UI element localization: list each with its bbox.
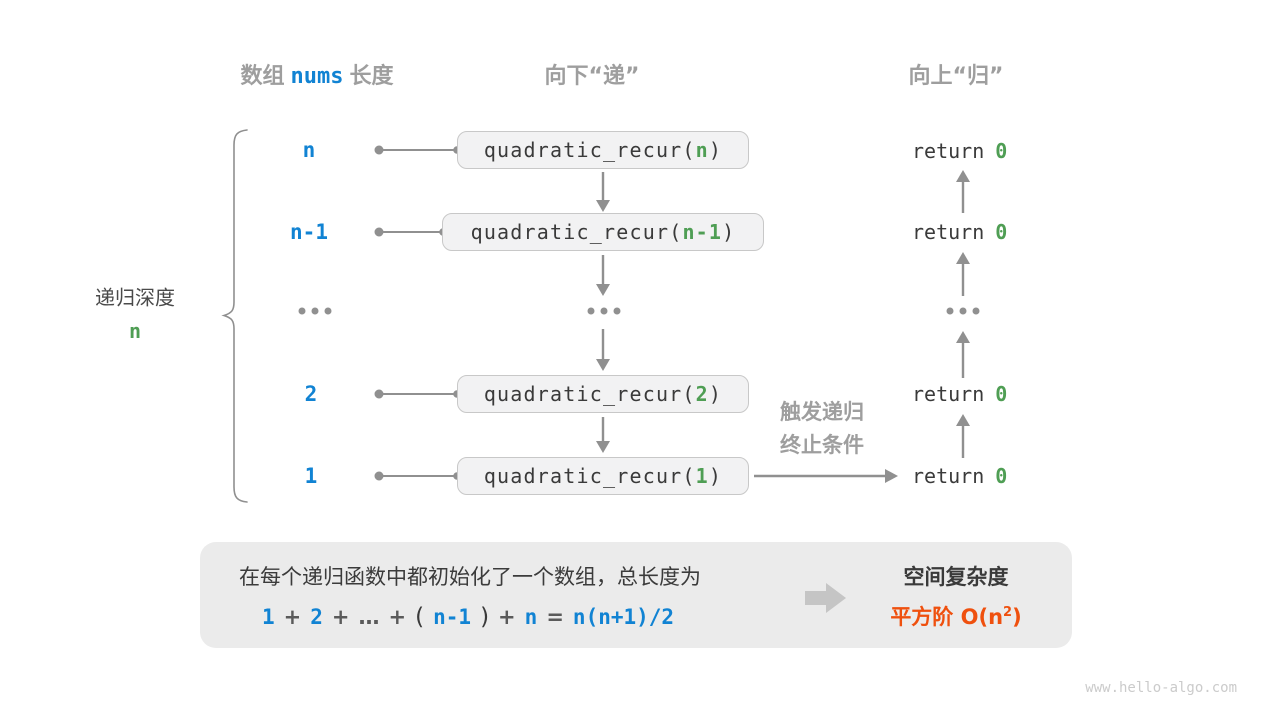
close-paren: ) (480, 604, 490, 630)
header-array-post: 长度 (349, 64, 394, 89)
return-label-3: return 0 (912, 382, 1007, 406)
block-arrow-icon (805, 583, 846, 613)
func-close: ) (722, 220, 736, 244)
return-keyword: return (912, 139, 985, 163)
depth-label-2: 2 (304, 382, 318, 406)
equals-sign: = (546, 605, 564, 629)
return-value: 0 (995, 464, 1008, 488)
return-label-2: return 0 (912, 220, 1007, 244)
func-arg: 1 (695, 464, 709, 488)
dot (613, 307, 621, 315)
call-box-2: quadratic_recur(2) (457, 375, 749, 413)
return-arrow (754, 469, 898, 483)
return-label-4: return 0 (912, 464, 1007, 488)
depth-ellipsis (298, 307, 332, 315)
depth-label-n-1: n-1 (290, 220, 328, 244)
ellipsis-sign: … (358, 605, 380, 629)
dot (298, 307, 306, 315)
call-box-n-1: quadratic_recur(n-1) (442, 213, 764, 251)
base-case-note-line2: 终止条件 (780, 433, 864, 457)
down-arrow-3 (596, 329, 610, 371)
depth-brace (221, 129, 248, 503)
watermark: www.hello-algo.com (1085, 680, 1237, 696)
formula-result: n(n+1)/2 (572, 605, 675, 629)
func-name: quadratic_recur( (483, 382, 696, 406)
down-arrow-4 (596, 417, 610, 453)
func-close: ) (708, 138, 723, 162)
space-complexity-title: 空间复杂度 (903, 565, 1009, 589)
space-complexity-value: 平方阶 O(n2) (890, 601, 1021, 631)
up-arrow-2 (956, 252, 970, 296)
return-keyword: return (912, 464, 985, 488)
func-name: quadratic_recur( (483, 464, 696, 488)
up-arrow-4 (956, 414, 970, 458)
formula-term-1: 1 (262, 605, 275, 629)
header-descend: 向下“递” (544, 64, 640, 89)
connector-row-4 (374, 389, 461, 399)
header-array-pre: 数组 (240, 64, 285, 89)
dot (587, 307, 595, 315)
summary-panel (200, 542, 1072, 648)
formula-term-3: n-1 (433, 605, 472, 629)
recursion-depth-value: n (128, 319, 142, 343)
func-arg: 2 (695, 382, 709, 406)
plus-sign: + (283, 605, 302, 629)
return-label-1: return 0 (912, 139, 1007, 163)
dot (311, 307, 319, 315)
return-value: 0 (995, 139, 1008, 163)
func-close: ) (708, 464, 723, 488)
plus-sign: + (388, 605, 407, 629)
up-arrow-3 (956, 331, 970, 378)
plus-sign: + (331, 605, 350, 629)
summary-description: 在每个递归函数中都初始化了一个数组，总长度为 (239, 565, 701, 589)
connector-row-5 (374, 471, 461, 481)
call-box-1: quadratic_recur(1) (457, 457, 749, 495)
connector-row-1 (374, 145, 461, 155)
dot (600, 307, 608, 315)
func-close: ) (708, 382, 723, 406)
complexity-text: 平方阶 O(n (890, 605, 1004, 629)
complexity-close: ) (1012, 605, 1022, 629)
depth-label-1: 1 (304, 464, 318, 488)
recursion-depth-label: 递归深度 (95, 285, 175, 310)
depth-label-n: n (302, 138, 316, 162)
connector-row-2 (374, 227, 447, 237)
func-name: quadratic_recur( (470, 220, 683, 244)
plus-sign: + (498, 605, 516, 629)
dot (959, 307, 967, 315)
func-arg: n-1 (682, 220, 723, 244)
func-arg: n (695, 138, 709, 162)
formula-term-2: 2 (310, 605, 323, 629)
return-value: 0 (995, 382, 1008, 406)
complexity-exponent: 2 (1003, 605, 1013, 620)
header-ascend: 向上“归” (908, 64, 1004, 89)
header-array-code: nums (290, 64, 344, 89)
down-arrow-2 (596, 255, 610, 296)
call-box-n: quadratic_recur(n) (457, 131, 749, 169)
summary-formula: 1 + 2 + … + ( n-1 ) + n = n(n+1)/2 (262, 604, 674, 630)
return-keyword: return (912, 382, 985, 406)
formula-term-4: n (524, 605, 538, 629)
base-case-note-line1: 触发递归 (780, 400, 864, 424)
dot (972, 307, 980, 315)
call-ellipsis (587, 307, 621, 315)
return-ellipsis (946, 307, 980, 315)
func-name: quadratic_recur( (483, 138, 696, 162)
return-keyword: return (912, 220, 985, 244)
open-paren: ( (415, 604, 425, 630)
dot (946, 307, 954, 315)
up-arrow-1 (956, 170, 970, 213)
dot (324, 307, 332, 315)
return-value: 0 (995, 220, 1008, 244)
down-arrow-1 (596, 172, 610, 212)
